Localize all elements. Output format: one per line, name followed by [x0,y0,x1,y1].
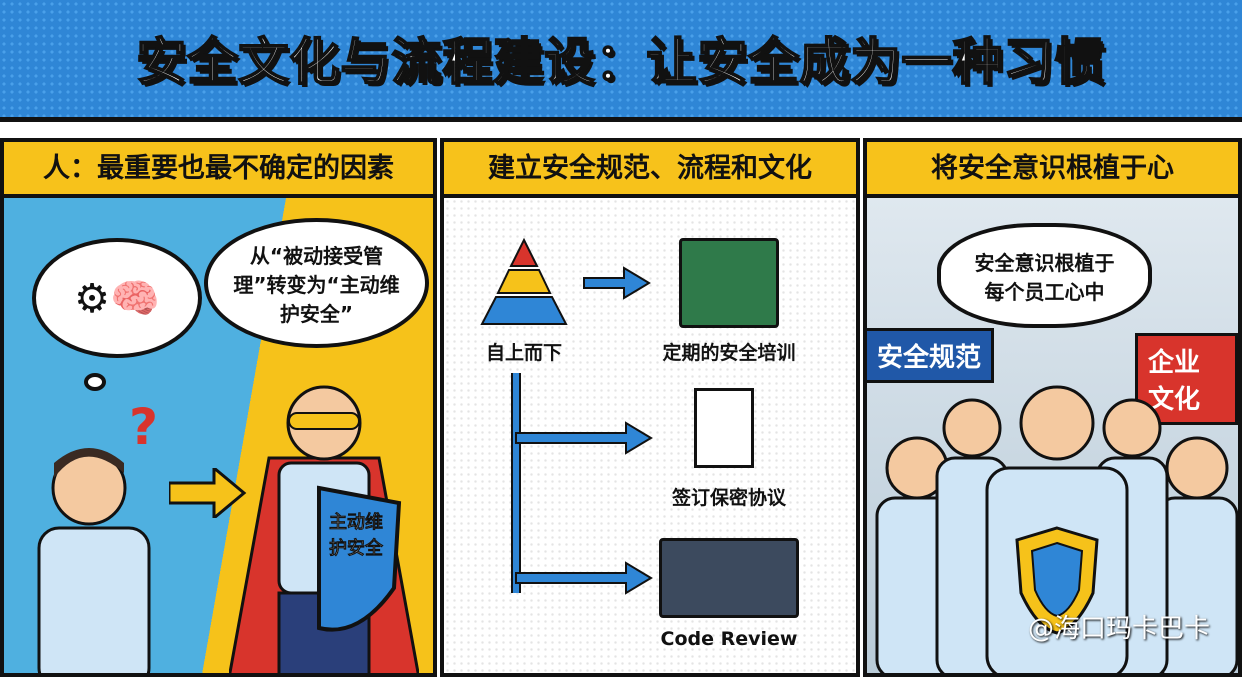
page-title: 安全文化与流程建设：让安全成为一种习惯 [136,32,1106,92]
thought-bubble-gears-brain: ⚙🧠 [32,238,202,358]
thought-dot [84,373,106,391]
question-mark: ? [129,398,159,456]
panel-people: 人：最重要也最不确定的因素 ⚙🧠 ? 从“被动接受管理”转变为“主动维护安全” … [0,138,437,677]
panel-header: 将安全意识根植于心 [867,142,1238,198]
step-code-review: Code Review [660,628,798,650]
pyramid-icon [480,238,568,325]
thought-bubble: 安全意识根植于每个员工心中 [937,223,1152,328]
training-icon [679,238,779,328]
code-review-icon [659,538,799,618]
confused-man-illustration [37,448,151,673]
watermark: @海口玛卡巴卡 [1027,614,1210,644]
top-down-label: 自上而下 [485,342,562,364]
sign-security-rules: 安全规范 [867,328,995,383]
sign-corporate-culture: 企业文化 [1135,333,1238,425]
panel-process: 建立安全规范、流程和文化 自上而下 定期的安全培训 签订保密协议 Code Re… [440,138,860,677]
panel-header: 人：最重要也最不确定的因素 [4,142,433,198]
arrow-right-icon [169,468,247,518]
panel-header: 建立安全规范、流程和文化 [444,142,856,198]
panel-culture: 将安全意识根植于心 安全意识根植于每个员工心中 安全规范 企业文化 @海口玛卡巴… [863,138,1242,677]
speech-bubble: 从“被动接受管理”转变为“主动维护安全” [204,218,429,348]
contract-icon [694,388,754,468]
title-banner: 安全文化与流程建设：让安全成为一种习惯 [0,0,1242,122]
flow-arrows [511,266,653,595]
step-nda: 签订保密协议 [671,487,786,509]
employees-illustration [875,385,1238,673]
step-training: 定期的安全培训 [662,342,796,364]
shield-label: 主动维护安全 [329,512,384,560]
superhero-illustration [229,385,419,673]
